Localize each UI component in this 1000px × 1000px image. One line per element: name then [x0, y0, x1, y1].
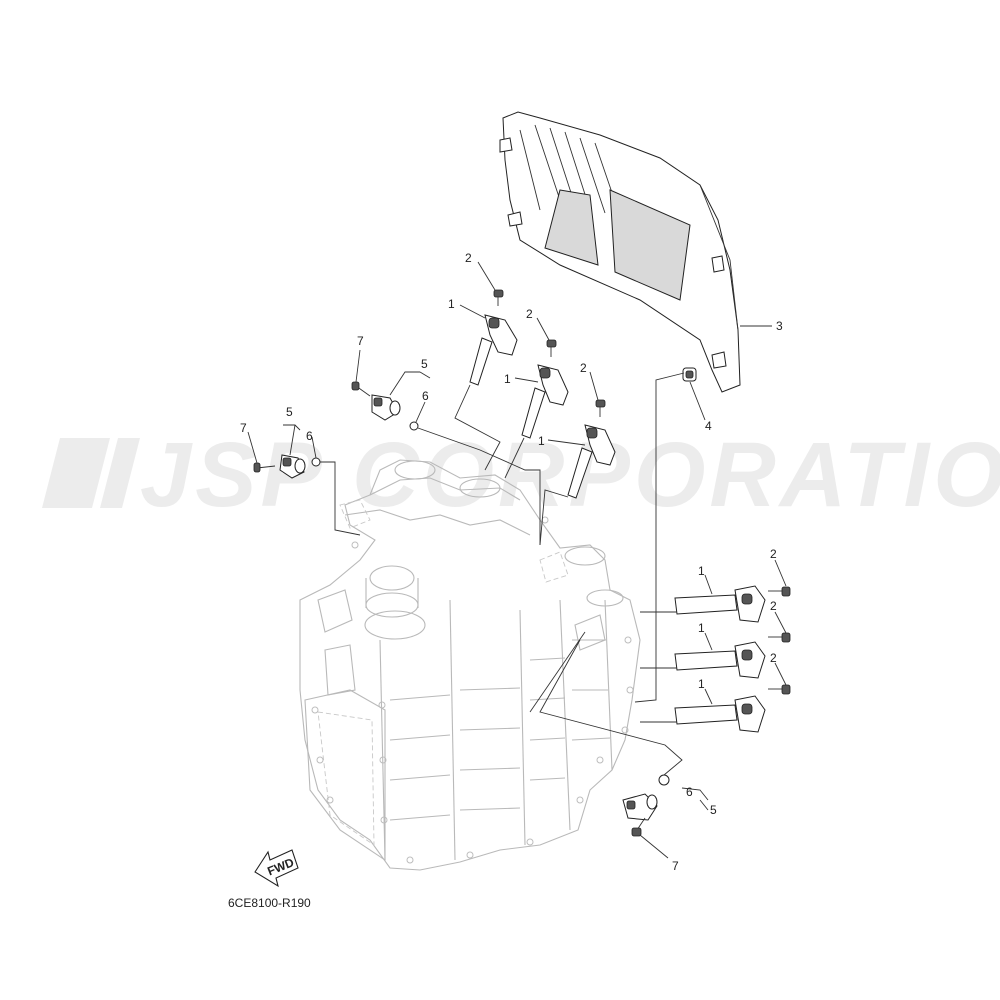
callout-2: 2: [580, 361, 587, 375]
watermark-logo: JSP CORPORATION: [42, 424, 1000, 526]
callout-2: 2: [465, 251, 472, 265]
callout-2: 2: [770, 547, 777, 561]
bolt-top-2: [546, 339, 557, 357]
callout-7: 7: [240, 421, 247, 435]
callout-1: 1: [698, 564, 705, 578]
callout-1: 1: [698, 677, 705, 691]
callout-4: 4: [705, 419, 712, 433]
ignition-cover: [499, 111, 741, 393]
callout-2: 2: [770, 651, 777, 665]
bolt-top-3: [595, 399, 606, 417]
ignition-coil-right-3: [674, 695, 766, 733]
callout-1: 1: [698, 621, 705, 635]
bolt-right-2: [768, 632, 791, 643]
ignition-coil-right-1: [674, 585, 766, 623]
callout-1: 1: [448, 297, 455, 311]
leader-lines: [247, 261, 787, 859]
callout-5: 5: [421, 357, 428, 371]
sensor-assembly-left: [253, 454, 321, 479]
callout-6: 6: [686, 785, 693, 799]
callout-5: 5: [710, 803, 717, 817]
ignition-coil-top-3: [567, 424, 616, 499]
callout-labels: 2 1 2 1 2 1 3 4 7 5 6 5 7 6 2 1 2 1 2 1 …: [240, 251, 783, 873]
callout-2: 2: [770, 599, 777, 613]
grommet-part-4: [682, 367, 697, 382]
watermark-text: JSP CORPORATION: [140, 424, 1000, 526]
callout-7: 7: [357, 334, 364, 348]
ignition-coil-right-2: [674, 641, 766, 679]
callout-7: 7: [672, 859, 679, 873]
ignition-coil-top-1: [469, 314, 518, 386]
engine-block: [299, 459, 641, 871]
diagram-code: 6CE8100-R190: [228, 896, 311, 910]
callout-6: 6: [422, 389, 429, 403]
callout-2: 2: [526, 307, 533, 321]
callout-5: 5: [286, 405, 293, 419]
sensor-assembly-lower: [622, 774, 670, 837]
sensor-assembly-middle: [351, 381, 419, 431]
bolt-right-3: [768, 684, 791, 695]
callout-1: 1: [504, 372, 511, 386]
callout-6: 6: [306, 429, 313, 443]
callout-3: 3: [776, 319, 783, 333]
callout-1: 1: [538, 434, 545, 448]
bolt-top-1: [493, 289, 504, 306]
fwd-arrow-icon: FWD: [254, 849, 299, 888]
bolt-right-1: [768, 586, 791, 597]
ignition-coil-top-2: [521, 364, 569, 439]
